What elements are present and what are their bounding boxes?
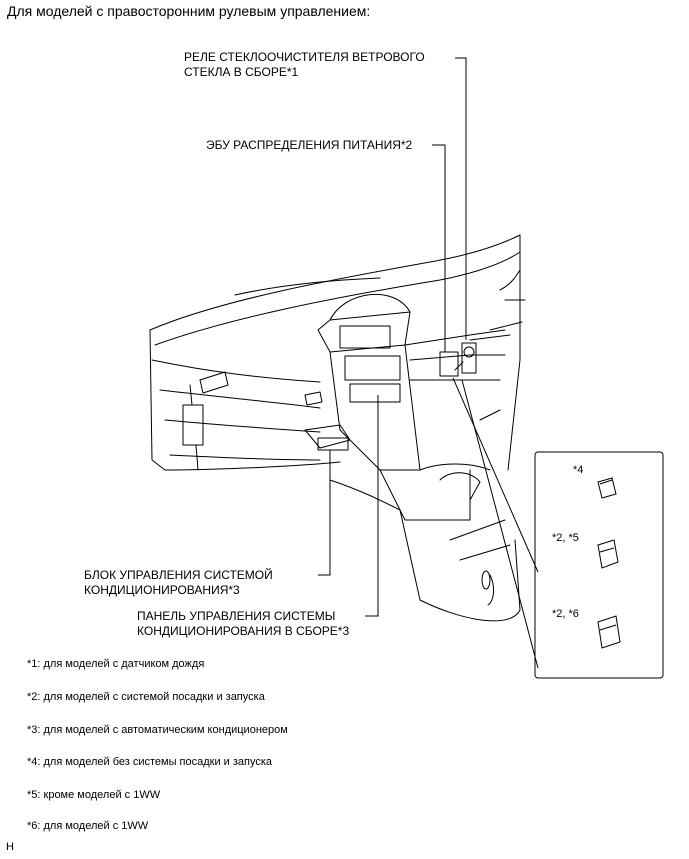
ac-control-panel-callout: ПАНЕЛЬ УПРАВЛЕНИЯ СИСТЕМЫ КОНДИЦИОНИРОВА… (137, 609, 349, 639)
footnote-1: *1: для моделей с датчиком дождя (27, 658, 205, 670)
inset-label-4: *4 (573, 464, 584, 476)
footnote-6: *6: для моделей с 1WW (27, 820, 149, 832)
footnote-5: *5: кроме моделей с 1WW (27, 789, 161, 801)
ac-control-panel-label-line1: ПАНЕЛЬ УПРАВЛЕНИЯ СИСТЕМЫ (137, 609, 336, 623)
wiper-relay-callout: РЕЛЕ СТЕКЛООЧИСТИТЕЛЯ ВЕТРОВОГО СТЕКЛА В… (184, 50, 425, 80)
figure-id: H (6, 841, 14, 853)
wiper-relay-label-line1: РЕЛЕ СТЕКЛООЧИСТИТЕЛЯ ВЕТРОВОГО (184, 50, 425, 64)
inset-label-2-5: *2, *5 (552, 532, 579, 544)
page-heading: Для моделей с правосторонним рулевым упр… (7, 3, 371, 19)
ac-control-unit-label-line2: КОНДИЦИОНИРОВАНИЯ*3 (84, 583, 240, 597)
ac-control-unit-label-line1: БЛОК УПРАВЛЕНИЯ СИСТЕМОЙ (84, 568, 273, 582)
footnote-2: *2: для моделей с системой посадки и зап… (27, 691, 265, 703)
power-ecu-callout: ЭБУ РАСПРЕДЕЛЕНИЯ ПИТАНИЯ*2 (206, 138, 413, 152)
footnote-3: *3: для моделей с автоматическим кондици… (27, 724, 288, 736)
footnote-4: *4: для моделей без системы посадки и за… (27, 756, 273, 768)
ac-control-panel-label-line2: КОНДИЦИОНИРОВАНИЯ В СБОРЕ*3 (137, 624, 350, 638)
inset-label-2-6: *2, *6 (552, 608, 579, 620)
ac-control-unit-callout: БЛОК УПРАВЛЕНИЯ СИСТЕМОЙ КОНДИЦИОНИРОВАН… (84, 568, 273, 598)
wiper-relay-label-line2: СТЕКЛА В СБОРЕ*1 (184, 65, 299, 79)
